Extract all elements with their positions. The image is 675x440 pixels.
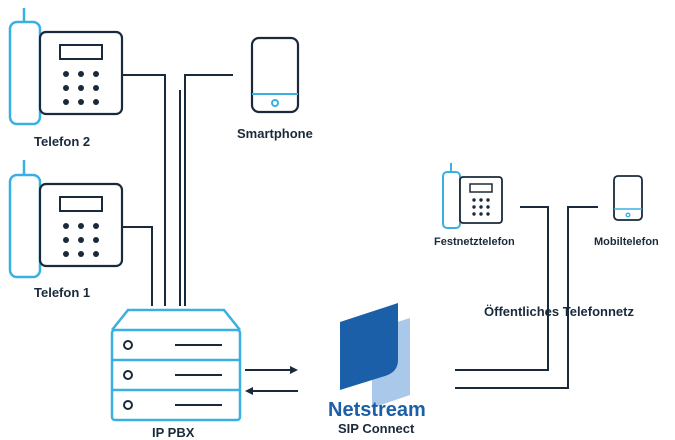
label-telefon1: Telefon 1 (34, 285, 91, 300)
brand-name: Netstream (328, 399, 426, 421)
line-smartphone-pbx (184, 74, 233, 306)
line-telefon1-pbx (122, 226, 153, 306)
brand-product: SIP Connect (338, 421, 415, 436)
label-festnetztelefon: Festnetztelefon (434, 236, 515, 248)
arrows (245, 366, 298, 395)
telefon1-icon (8, 160, 124, 279)
line-sip-mobil (455, 206, 598, 389)
label-ip-pbx: IP PBX (152, 425, 195, 440)
label-telefon2: Telefon 2 (34, 134, 91, 149)
label-public-network: Öffentliches Telefonnetz (484, 304, 634, 319)
line-sip-festnetz (455, 206, 549, 371)
netstream-logo (340, 303, 410, 408)
arrow-left-head (245, 387, 253, 395)
label-mobiltelefon: Mobiltelefon (594, 236, 659, 248)
label-smartphone: Smartphone (237, 126, 313, 141)
connection-lines (122, 74, 598, 389)
telefon2-icon (8, 8, 124, 126)
line-telefon2-pbx (122, 74, 166, 306)
smartphone-icon (250, 36, 300, 114)
ip-pbx-icon (110, 308, 242, 422)
festnetztelefon-icon (442, 163, 503, 229)
mobiltelefon-icon (613, 175, 643, 221)
arrow-right-head (290, 366, 298, 374)
